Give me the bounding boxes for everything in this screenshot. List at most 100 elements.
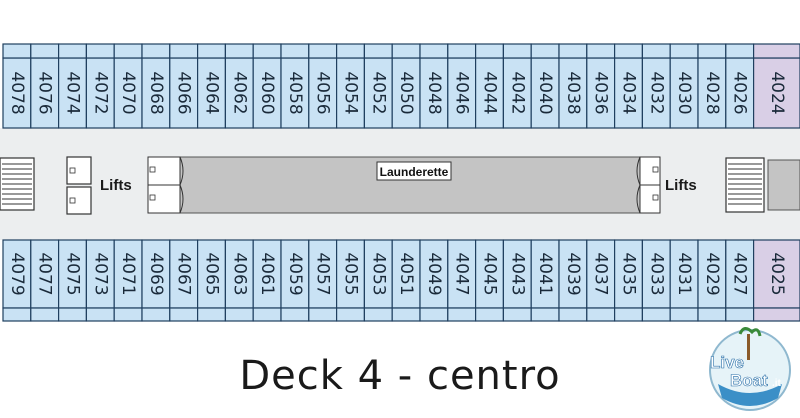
cabin-4044[interactable]: 4044 — [475, 43, 505, 129]
cabin-4069[interactable]: 4069 — [141, 239, 171, 322]
cabin-number-4055: 4055 — [341, 252, 361, 295]
cabin-4050[interactable]: 4050 — [391, 43, 421, 129]
cabin-balcony-4035 — [613, 307, 643, 322]
liveboat-logo: Live Boat .it — [709, 327, 791, 411]
cabin-4073[interactable]: 4073 — [85, 239, 115, 322]
deck-title: Deck 4 - centro — [239, 353, 561, 399]
cabin-4027[interactable]: 4027 — [725, 239, 755, 322]
cabin-number-4051: 4051 — [396, 252, 416, 295]
cabin-4026[interactable]: 4026 — [725, 43, 755, 129]
cabin-number-4054: 4054 — [341, 71, 361, 114]
cabin-balcony-4064 — [197, 43, 227, 59]
cabin-4067[interactable]: 4067 — [169, 239, 199, 322]
cabin-4068[interactable]: 4068 — [141, 43, 171, 129]
cabin-number-4058: 4058 — [285, 71, 305, 114]
cabin-4049[interactable]: 4049 — [419, 239, 449, 322]
cabin-balcony-4073 — [85, 307, 115, 322]
cabin-4078[interactable]: 4078 — [2, 43, 32, 129]
cabin-4043[interactable]: 4043 — [502, 239, 532, 322]
cabin-4060[interactable]: 4060 — [252, 43, 282, 129]
cabin-number-4030: 4030 — [674, 71, 694, 114]
cabin-4056[interactable]: 4056 — [308, 43, 338, 129]
cabin-4064[interactable]: 4064 — [197, 43, 227, 129]
cabin-4070[interactable]: 4070 — [113, 43, 143, 129]
cabin-number-4045: 4045 — [480, 252, 500, 295]
cabin-4041[interactable]: 4041 — [530, 239, 560, 322]
cabin-4033[interactable]: 4033 — [641, 239, 671, 322]
cabin-4031[interactable]: 4031 — [669, 239, 699, 322]
cabin-balcony-4028 — [697, 43, 727, 59]
cabin-balcony-4032 — [641, 43, 671, 59]
cabin-4032[interactable]: 4032 — [641, 43, 671, 129]
cabin-number-4076: 4076 — [35, 71, 55, 114]
cabin-4048[interactable]: 4048 — [419, 43, 449, 129]
cabin-number-4072: 4072 — [90, 71, 110, 114]
cabin-4074[interactable]: 4074 — [57, 43, 87, 129]
cabin-4029[interactable]: 4029 — [697, 239, 727, 322]
cabin-4062[interactable]: 4062 — [224, 43, 254, 129]
cabin-4051[interactable]: 4051 — [391, 239, 421, 322]
cabin-balcony-4060 — [252, 43, 282, 59]
cabin-4052[interactable]: 4052 — [363, 43, 393, 129]
cabin-4028[interactable]: 4028 — [697, 43, 727, 129]
cabin-balcony-4050 — [391, 43, 421, 59]
cabin-balcony-4041 — [530, 307, 560, 322]
cabin-balcony-4047 — [447, 307, 477, 322]
cabin-4039[interactable]: 4039 — [558, 239, 588, 322]
cabin-number-4065: 4065 — [202, 252, 222, 295]
cabin-4053[interactable]: 4053 — [363, 239, 393, 322]
cabin-4047[interactable]: 4047 — [447, 239, 477, 322]
cabin-4077[interactable]: 4077 — [30, 239, 60, 322]
cabin-4071[interactable]: 4071 — [113, 239, 143, 322]
cabin-4054[interactable]: 4054 — [336, 43, 366, 129]
cabin-balcony-4052 — [363, 43, 393, 59]
cabin-4040[interactable]: 4040 — [530, 43, 560, 129]
cabin-number-4061: 4061 — [257, 252, 277, 295]
cabin-4024[interactable]: 4024 — [752, 43, 800, 129]
cabin-4076[interactable]: 4076 — [30, 43, 60, 129]
cabin-balcony-4043 — [502, 307, 532, 322]
cabin-4046[interactable]: 4046 — [447, 43, 477, 129]
cabin-4059[interactable]: 4059 — [280, 239, 310, 322]
cabin-number-4056: 4056 — [313, 71, 333, 114]
cabin-balcony-4038 — [558, 43, 588, 59]
cabin-number-4075: 4075 — [63, 252, 83, 295]
cabin-number-4033: 4033 — [646, 252, 666, 295]
cabin-4063[interactable]: 4063 — [224, 239, 254, 322]
cabin-number-4046: 4046 — [452, 71, 472, 114]
cabin-balcony-4077 — [30, 307, 60, 322]
cabin-4066[interactable]: 4066 — [169, 43, 199, 129]
cabin-balcony-4061 — [252, 307, 282, 322]
cabin-4042[interactable]: 4042 — [502, 43, 532, 129]
cabin-balcony-4033 — [641, 307, 671, 322]
cabin-balcony-4070 — [113, 43, 143, 59]
cabin-4037[interactable]: 4037 — [586, 239, 616, 322]
cabin-4058[interactable]: 4058 — [280, 43, 310, 129]
cabin-balcony-4029 — [697, 307, 727, 322]
cabin-4055[interactable]: 4055 — [336, 239, 366, 322]
cabin-4079[interactable]: 4079 — [2, 239, 32, 322]
cabin-4034[interactable]: 4034 — [613, 43, 643, 129]
cabin-4075[interactable]: 4075 — [57, 239, 87, 322]
cabin-4025[interactable]: 4025 — [752, 239, 800, 322]
cabin-balcony-4069 — [141, 307, 171, 322]
cabin-number-4029: 4029 — [702, 252, 722, 295]
cabin-number-4044: 4044 — [480, 71, 500, 114]
cabin-4038[interactable]: 4038 — [558, 43, 588, 129]
cabin-balcony-4054 — [336, 43, 366, 59]
cabin-number-4052: 4052 — [368, 71, 388, 114]
cabin-4030[interactable]: 4030 — [669, 43, 699, 129]
stairs-left-icon — [0, 157, 35, 211]
cabin-balcony-4065 — [197, 307, 227, 322]
cabin-number-4070: 4070 — [118, 71, 138, 114]
cabin-4035[interactable]: 4035 — [613, 239, 643, 322]
cabin-number-4073: 4073 — [90, 252, 110, 295]
cabin-4045[interactable]: 4045 — [475, 239, 505, 322]
cabin-number-4036: 4036 — [591, 71, 611, 114]
cabin-4036[interactable]: 4036 — [586, 43, 616, 129]
cabin-4065[interactable]: 4065 — [197, 239, 227, 322]
cabin-4072[interactable]: 4072 — [85, 43, 115, 129]
cabin-4057[interactable]: 4057 — [308, 239, 338, 322]
cabin-4061[interactable]: 4061 — [252, 239, 282, 322]
